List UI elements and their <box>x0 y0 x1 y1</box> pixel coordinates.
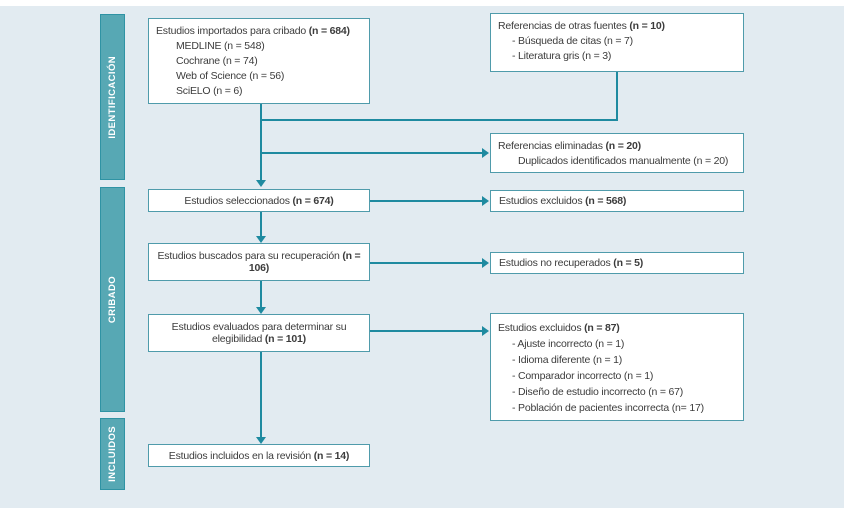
assessed-count: (n = 101) <box>264 333 306 345</box>
connector-selected-down-line <box>260 212 262 236</box>
sought-box: Estudios buscados para su recuperación (… <box>148 243 370 281</box>
arrow-down-to-assessed-icon <box>256 307 266 314</box>
connector-assessed-down-line <box>260 352 262 437</box>
connector-to-excluded-eligibility-line <box>370 330 482 332</box>
connector-imported-down-line <box>260 104 262 180</box>
excluded-title: Estudios excluidos <box>499 195 583 207</box>
excluded-eligibility-title-line: Estudios excluidos (n = 87) <box>498 320 736 336</box>
phase-included-label: INCLUIDOS <box>107 426 118 482</box>
phase-screening: CRIBADO <box>100 187 125 412</box>
imported-title-line: Estudios importados para cribado (n = 68… <box>156 24 362 39</box>
arrow-down-to-included-icon <box>256 437 266 444</box>
phase-included: INCLUIDOS <box>100 418 125 490</box>
phase-identification: IDENTIFICACIÓN <box>100 14 125 180</box>
arrow-down-to-sought-icon <box>256 236 266 243</box>
selected-box: Estudios seleccionados (n = 674) <box>148 189 370 212</box>
imported-count: (n = 684) <box>308 25 350 37</box>
not-retrieved-title: Estudios no recuperados <box>499 257 611 269</box>
imported-box: Estudios importados para cribado (n = 68… <box>148 18 370 104</box>
excluded-title-line: Estudios excluidos (n = 568) <box>499 195 626 207</box>
excluded-reason-design: - Diseño de estudio incorrecto (n = 67) <box>512 386 684 398</box>
removed-item-duplicates: Duplicados identificados manualmente (n … <box>518 155 729 167</box>
removed-title: Referencias eliminadas <box>498 140 603 152</box>
excluded-reason-language: - Idioma diferente (n = 1) <box>512 354 623 366</box>
excluded-eligibility-box: Estudios excluidos (n = 87) - Ajuste inc… <box>490 313 744 421</box>
sought-title-line: Estudios buscados para su recuperación (… <box>155 250 363 274</box>
selected-title-line: Estudios seleccionados (n = 674) <box>184 195 333 207</box>
removed-count: (n = 20) <box>605 140 641 152</box>
arrow-right-to-removed-icon <box>482 148 489 158</box>
connector-to-not-retrieved-line <box>370 262 482 264</box>
other-sources-title: Referencias de otras fuentes <box>498 20 627 32</box>
imported-title: Estudios importados para cribado <box>156 25 307 37</box>
imported-item-medline: MEDLINE (n = 548) <box>176 40 265 52</box>
imported-item-scielo: SciELO (n = 6) <box>176 85 243 97</box>
excluded-count: (n = 568) <box>585 195 627 207</box>
other-sources-item-grey: - Literatura gris (n = 3) <box>512 50 612 62</box>
connector-to-excluded-line <box>370 200 482 202</box>
other-sources-title-line: Referencias de otras fuentes (n = 10) <box>498 19 736 34</box>
imported-item-wos: Web of Science (n = 56) <box>176 70 285 82</box>
connector-sought-down-line <box>260 281 262 307</box>
arrow-right-to-excluded-icon <box>482 196 489 206</box>
included-title-line: Estudios incluidos en la revisión (n = 1… <box>168 449 350 462</box>
removed-title-line: Referencias eliminadas (n = 20) <box>498 139 736 154</box>
selected-count: (n = 674) <box>292 194 334 207</box>
other-sources-count: (n = 10) <box>629 20 665 32</box>
not-retrieved-box: Estudios no recuperados (n = 5) <box>490 252 744 274</box>
imported-item-cochrane: Cochrane (n = 74) <box>176 55 258 67</box>
sought-title: Estudios buscados para su recuperación <box>157 250 340 262</box>
included-title: Estudios incluidos en la revisión <box>168 449 312 462</box>
connector-to-removed-line <box>261 152 482 154</box>
assessed-box: Estudios evaluados para determinar su el… <box>148 314 370 352</box>
excluded-reason-adjustment: - Ajuste incorrecto (n = 1) <box>512 338 625 350</box>
included-box: Estudios incluidos en la revisión (n = 1… <box>148 444 370 467</box>
excluded-eligibility-title: Estudios excluidos <box>498 322 582 334</box>
selected-title: Estudios seleccionados <box>184 194 290 207</box>
assessed-title-line: Estudios evaluados para determinar su el… <box>155 321 363 345</box>
excluded-box: Estudios excluidos (n = 568) <box>490 190 744 212</box>
arrow-right-to-excluded-eligibility-icon <box>482 326 489 336</box>
phase-identification-label: IDENTIFICACIÓN <box>107 55 118 139</box>
arrow-down-to-selected-icon <box>256 180 266 187</box>
excluded-eligibility-count: (n = 87) <box>584 322 620 334</box>
connector-other-sources-down-line <box>616 72 618 121</box>
excluded-reason-comparator: - Comparador incorrecto (n = 1) <box>512 370 654 382</box>
removed-box: Referencias eliminadas (n = 20) Duplicad… <box>490 133 744 173</box>
connector-other-sources-merge-line <box>261 119 618 121</box>
other-sources-item-citations: - Búsqueda de citas (n = 7) <box>512 35 633 47</box>
not-retrieved-count: (n = 5) <box>613 257 644 269</box>
arrow-right-to-not-retrieved-icon <box>482 258 489 268</box>
included-count: (n = 14) <box>313 449 350 462</box>
other-sources-box: Referencias de otras fuentes (n = 10) - … <box>490 13 744 72</box>
excluded-reason-population: - Población de pacientes incorrecta (n= … <box>512 402 704 414</box>
not-retrieved-title-line: Estudios no recuperados (n = 5) <box>499 257 643 269</box>
sought-count: (n = 106) <box>248 250 361 274</box>
phase-screening-label: CRIBADO <box>107 275 118 324</box>
assessed-title: Estudios evaluados para determinar su el… <box>171 321 347 345</box>
